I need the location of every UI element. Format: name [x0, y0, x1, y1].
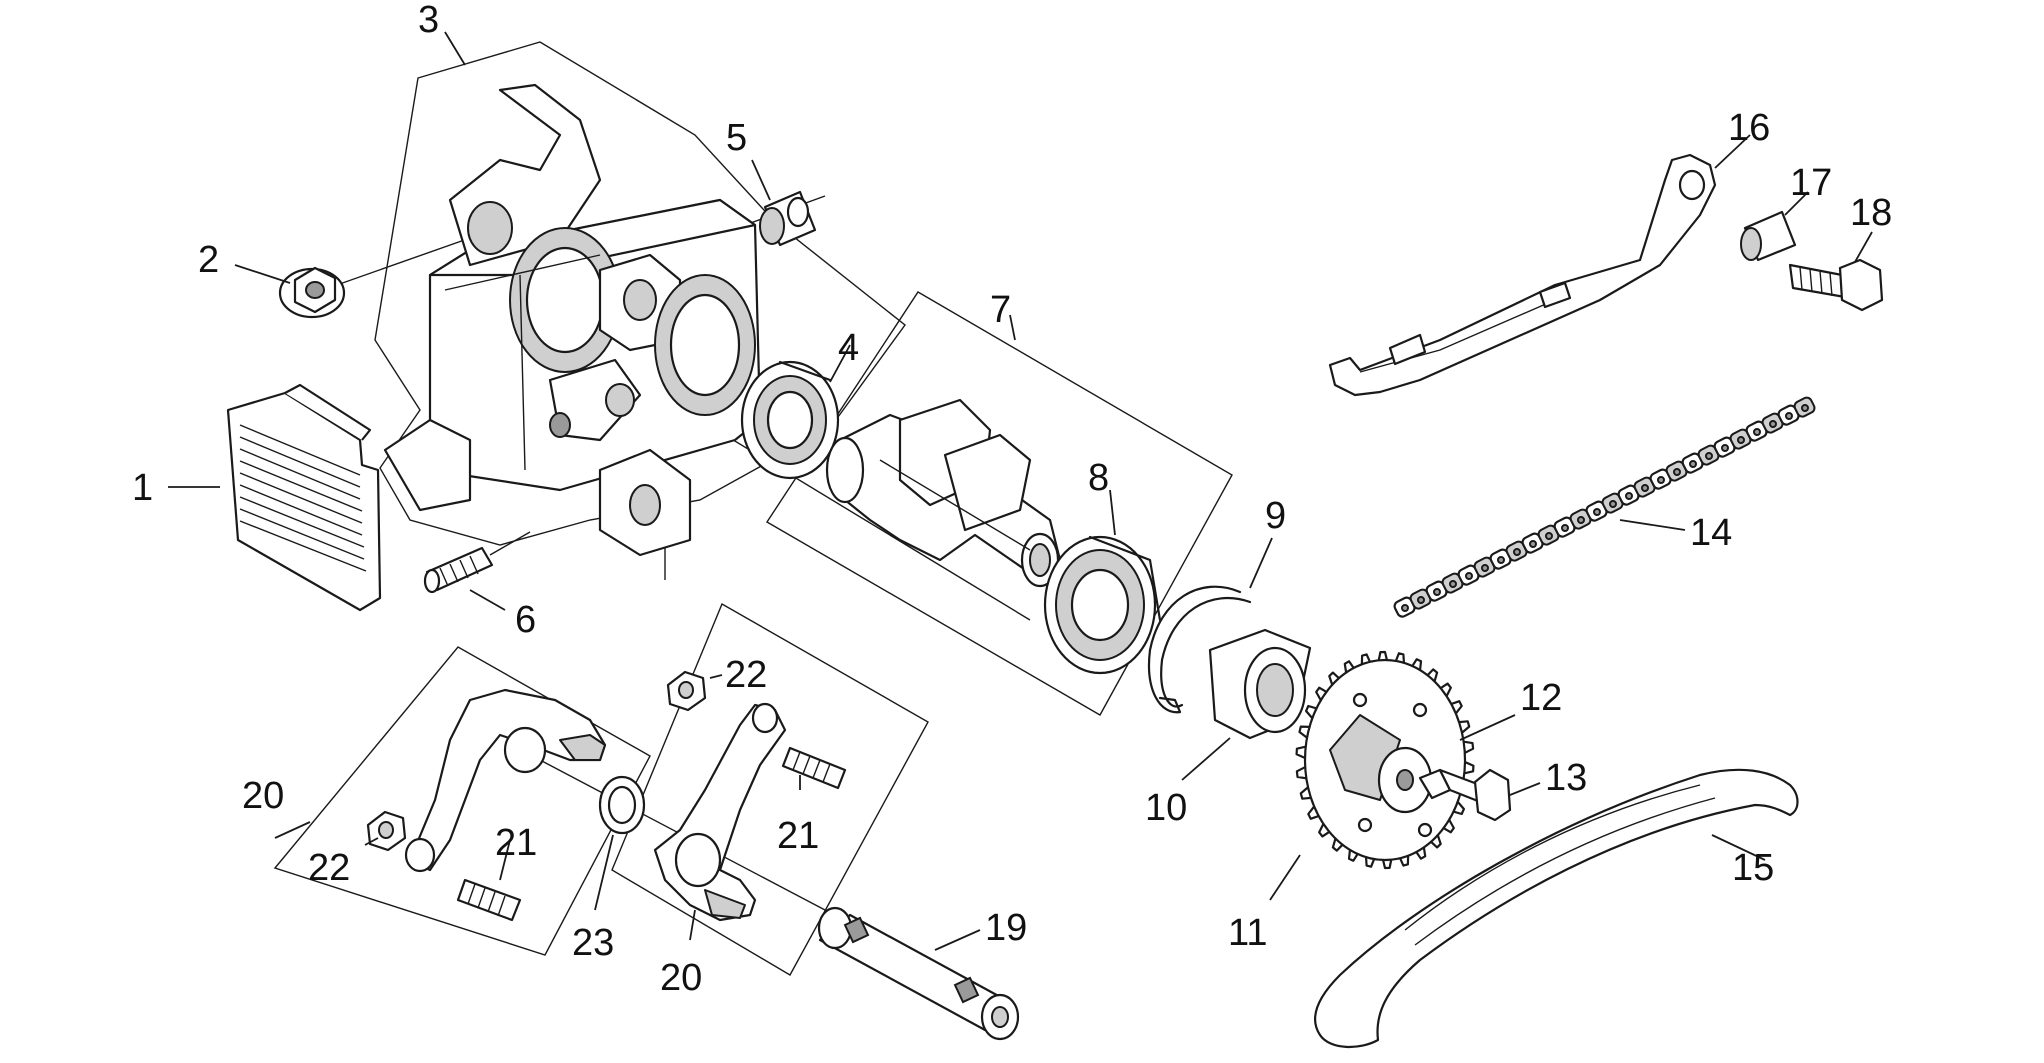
- callout-20-right: 20: [660, 957, 702, 999]
- callout-12: 12: [1520, 677, 1562, 719]
- part-6-stud: [423, 546, 494, 594]
- part-15-chain-guide: [1314, 768, 1799, 1049]
- chain-pin: [1545, 532, 1553, 540]
- callout-4: 4: [838, 327, 859, 369]
- callout-11: 11: [1228, 912, 1267, 954]
- callout-17: 17: [1790, 162, 1832, 204]
- chain-pin: [1401, 604, 1409, 612]
- part-16-tensioner-arm: [1328, 153, 1717, 397]
- part-5-bushing: [759, 190, 817, 247]
- chain-pin: [1593, 508, 1601, 516]
- group-outline-20-right: [611, 602, 929, 976]
- callout-9: 9: [1265, 495, 1286, 537]
- part-3-cam-holder: [383, 83, 762, 557]
- callout-19: 19: [985, 907, 1027, 949]
- chain-pin: [1641, 484, 1649, 492]
- callout-13: 13: [1545, 757, 1587, 799]
- callout-5: 5: [726, 117, 747, 159]
- chain-pin: [1529, 540, 1537, 548]
- chain-pin: [1609, 500, 1617, 508]
- chain-pin: [1737, 436, 1745, 444]
- chain-pin: [1753, 428, 1761, 436]
- part-10-spacer: [1208, 628, 1312, 740]
- part-21-adjuster-screw-right: [781, 746, 847, 790]
- chain-pin: [1561, 524, 1569, 532]
- part-2-flange-nut: [278, 266, 346, 319]
- part-14-chain: [1393, 396, 1816, 618]
- part-20-rocker-arm-left: [404, 688, 607, 873]
- chain-pin: [1577, 516, 1585, 524]
- chain-pin: [1785, 412, 1793, 420]
- callout-23: 23: [572, 922, 614, 964]
- part-23-washer: [598, 775, 646, 835]
- callout-20-left: 20: [242, 775, 284, 817]
- part-20-rocker-arm-right: [653, 702, 787, 922]
- part-11-sprocket: [1295, 650, 1475, 870]
- part-9-circlip: [1147, 585, 1252, 714]
- part-7-camshaft: [825, 398, 1062, 588]
- callout-18: 18: [1850, 192, 1892, 234]
- callout-15: 15: [1732, 847, 1774, 889]
- chain-pin: [1465, 572, 1473, 580]
- callout-22-left: 22: [308, 847, 350, 889]
- chain-pin: [1497, 556, 1505, 564]
- callout-14: 14: [1690, 512, 1732, 554]
- chain-pin: [1689, 460, 1697, 468]
- chain-pin: [1433, 588, 1441, 596]
- callout-1: 1: [132, 467, 153, 509]
- part-21-adjuster-screw-left: [456, 878, 522, 922]
- part-13-bolt: [1418, 768, 1512, 822]
- chain-pin: [1449, 580, 1457, 588]
- callout-2: 2: [198, 239, 219, 281]
- part-19-rocker-shaft: [817, 906, 1020, 1041]
- part-17-bushing: [1740, 210, 1797, 262]
- chain-pin: [1625, 492, 1633, 500]
- callout-3: 3: [418, 0, 439, 41]
- chain-pin: [1417, 596, 1425, 604]
- part-22-lock-nut-left: [366, 810, 407, 852]
- chain-pin: [1705, 452, 1713, 460]
- chain-pin: [1801, 404, 1809, 412]
- callout-7: 7: [990, 289, 1011, 331]
- chain-pin: [1673, 468, 1681, 476]
- part-8-bearing: [1043, 535, 1162, 675]
- chain-pin: [1513, 548, 1521, 556]
- part-18-bolt: [1788, 258, 1884, 312]
- callout-8: 8: [1088, 457, 1109, 499]
- chain-pin: [1481, 564, 1489, 572]
- callout-21-right: 21: [777, 815, 819, 857]
- group-outline-20-left: [273, 646, 651, 956]
- callout-16: 16: [1728, 107, 1770, 149]
- chain-pin: [1721, 444, 1729, 452]
- leader-lines: [168, 31, 1873, 951]
- axis-line-pin-6: [489, 531, 531, 556]
- chain-pin: [1769, 420, 1777, 428]
- part-22-lock-nut-right: [666, 670, 707, 712]
- part-1-cover-plate: [226, 383, 382, 612]
- callout-6: 6: [515, 599, 536, 641]
- part-4-bearing: [740, 360, 840, 480]
- callout-22-right: 22: [725, 654, 767, 696]
- chain-pin: [1657, 476, 1665, 484]
- callout-21-left: 21: [495, 822, 537, 864]
- callout-labels: 1 2 3 4 5 6 7 8 9 10 11 12 13 14 15 16 1…: [132, 0, 1892, 999]
- callout-10: 10: [1145, 787, 1187, 829]
